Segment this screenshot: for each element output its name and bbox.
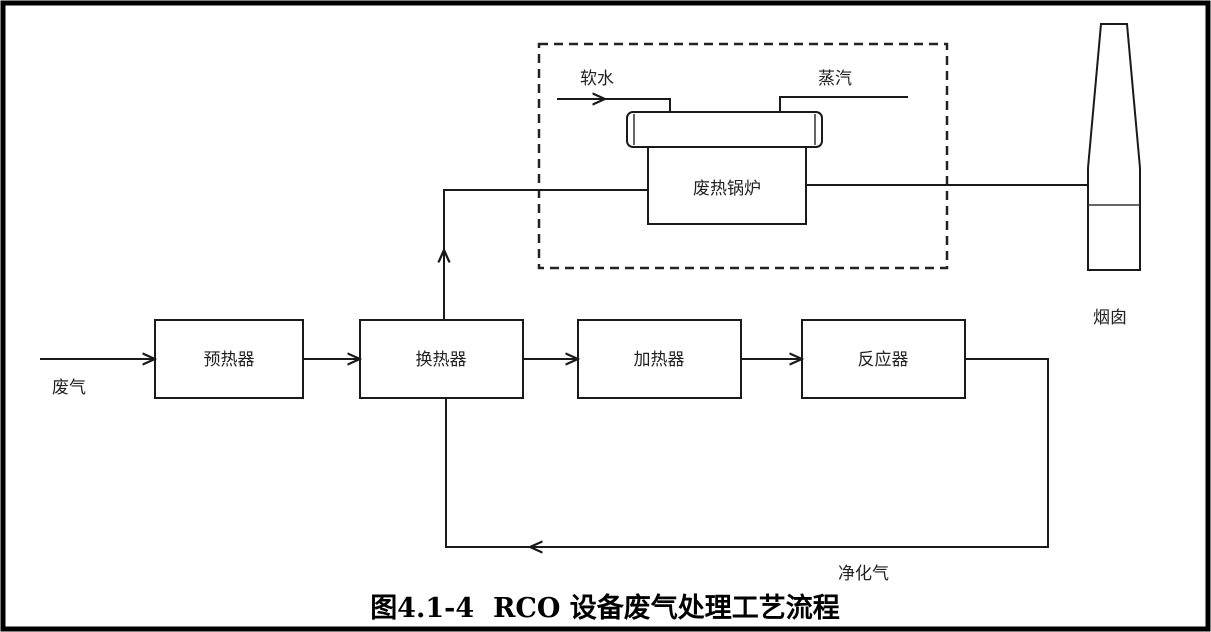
heat-exchanger-label: 换热器 xyxy=(416,350,467,370)
chimney-label: 烟囱 xyxy=(1093,308,1127,328)
chimney xyxy=(1087,23,1141,271)
figure-caption: 图4.1-4 RCO 设备废气处理工艺流程 xyxy=(370,592,840,624)
purified-gas-return-line xyxy=(445,358,1049,548)
heater-label: 加热器 xyxy=(634,350,685,370)
soft-water-label: 软水 xyxy=(580,69,614,89)
reactor-label: 反应器 xyxy=(858,350,909,370)
preheater-label: 预热器 xyxy=(204,350,255,370)
steam-line xyxy=(779,96,908,112)
purified-gas-label: 净化气 xyxy=(838,564,889,584)
waste-gas-label: 废气 xyxy=(52,378,86,398)
boiler-dashed-enclosure xyxy=(537,42,949,270)
boiler-drum xyxy=(626,111,823,148)
exchanger-to-boiler-line xyxy=(443,189,648,320)
boiler-label: 废热锅炉 xyxy=(693,179,761,199)
soft-water-line xyxy=(557,98,671,112)
steam-label: 蒸汽 xyxy=(818,69,852,89)
heat-exchanger-box xyxy=(359,319,524,399)
preheater-box xyxy=(154,319,304,399)
